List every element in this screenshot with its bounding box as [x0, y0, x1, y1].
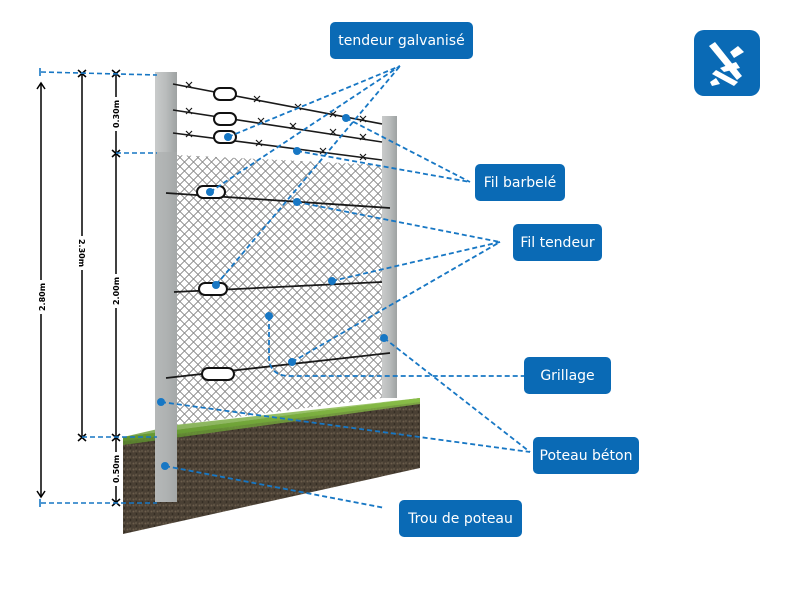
label-trou-de-poteau: Trou de poteau	[399, 500, 522, 537]
label-poteau-beton: Poteau béton	[533, 437, 639, 474]
dim-total: 2.80m	[38, 283, 47, 311]
concrete-post-right	[382, 116, 397, 398]
barbs	[185, 81, 367, 161]
dim-barbed: 0.30m	[112, 100, 121, 128]
mesh-grillage	[176, 155, 382, 425]
dim-mesh: 2.00m	[112, 277, 121, 305]
label-grillage: Grillage	[524, 357, 611, 394]
brand-logo-icon	[694, 30, 760, 96]
callout-dots	[157, 114, 388, 470]
ground-block	[123, 398, 420, 534]
tensioners	[196, 87, 237, 381]
label-fil-barbele: Fil barbelé	[475, 164, 565, 201]
concrete-post-left	[155, 72, 177, 502]
dimension-lines	[36, 69, 121, 507]
dim-buried: 0.50m	[112, 455, 121, 483]
label-fil-tendeur: Fil tendeur	[513, 224, 602, 261]
callout-leaders	[160, 65, 531, 509]
label-tendeur-galvanise: tendeur galvanisé	[330, 22, 473, 59]
dimension-guides	[39, 68, 158, 507]
barbed-wires	[172, 83, 383, 161]
dim-above-ground: 2.30m	[77, 239, 86, 267]
dimension-labels: 2.80m 2.30m 0.30m 2.00m 0.50m	[36, 97, 122, 486]
